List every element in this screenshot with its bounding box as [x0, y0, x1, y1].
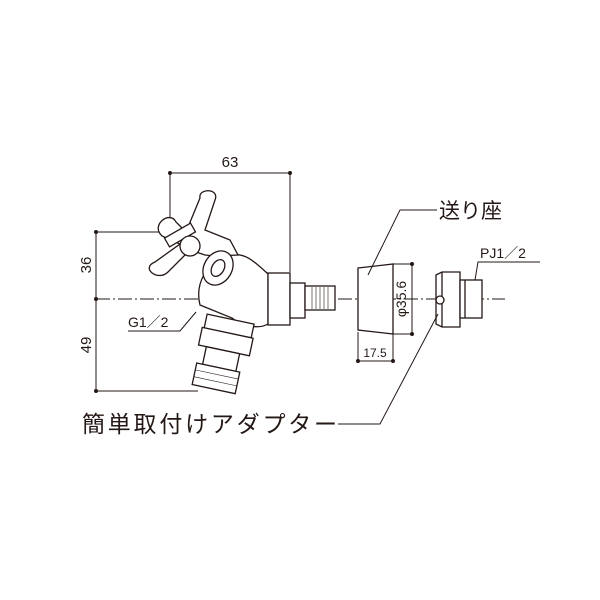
- adapter-label: 簡単取付けアダプター: [82, 412, 337, 438]
- dimension-diameter: φ35.6: [393, 262, 414, 336]
- seat: [357, 263, 394, 335]
- dim-63-label: 63: [222, 154, 239, 171]
- seat-label: 送り座: [439, 199, 502, 223]
- outlet-thread-leader: [128, 311, 197, 332]
- dim-49-label: 49: [78, 337, 95, 354]
- faucet: [148, 190, 336, 395]
- adapter: [435, 271, 483, 328]
- outlet-thread-label: G1／2: [128, 314, 169, 330]
- adapter-leader: [338, 313, 439, 425]
- seat-leader: [367, 209, 437, 276]
- dimension-seat-length: 17.5: [356, 332, 395, 363]
- dim-36-label: 36: [78, 257, 95, 274]
- adapter-thread-leader: [474, 261, 540, 281]
- seat-length-label: 17.5: [363, 346, 387, 360]
- diameter-label: φ35.6: [393, 281, 409, 318]
- adapter-thread-label: PJ1／2: [480, 245, 526, 261]
- dimension-63: 63: [168, 154, 292, 272]
